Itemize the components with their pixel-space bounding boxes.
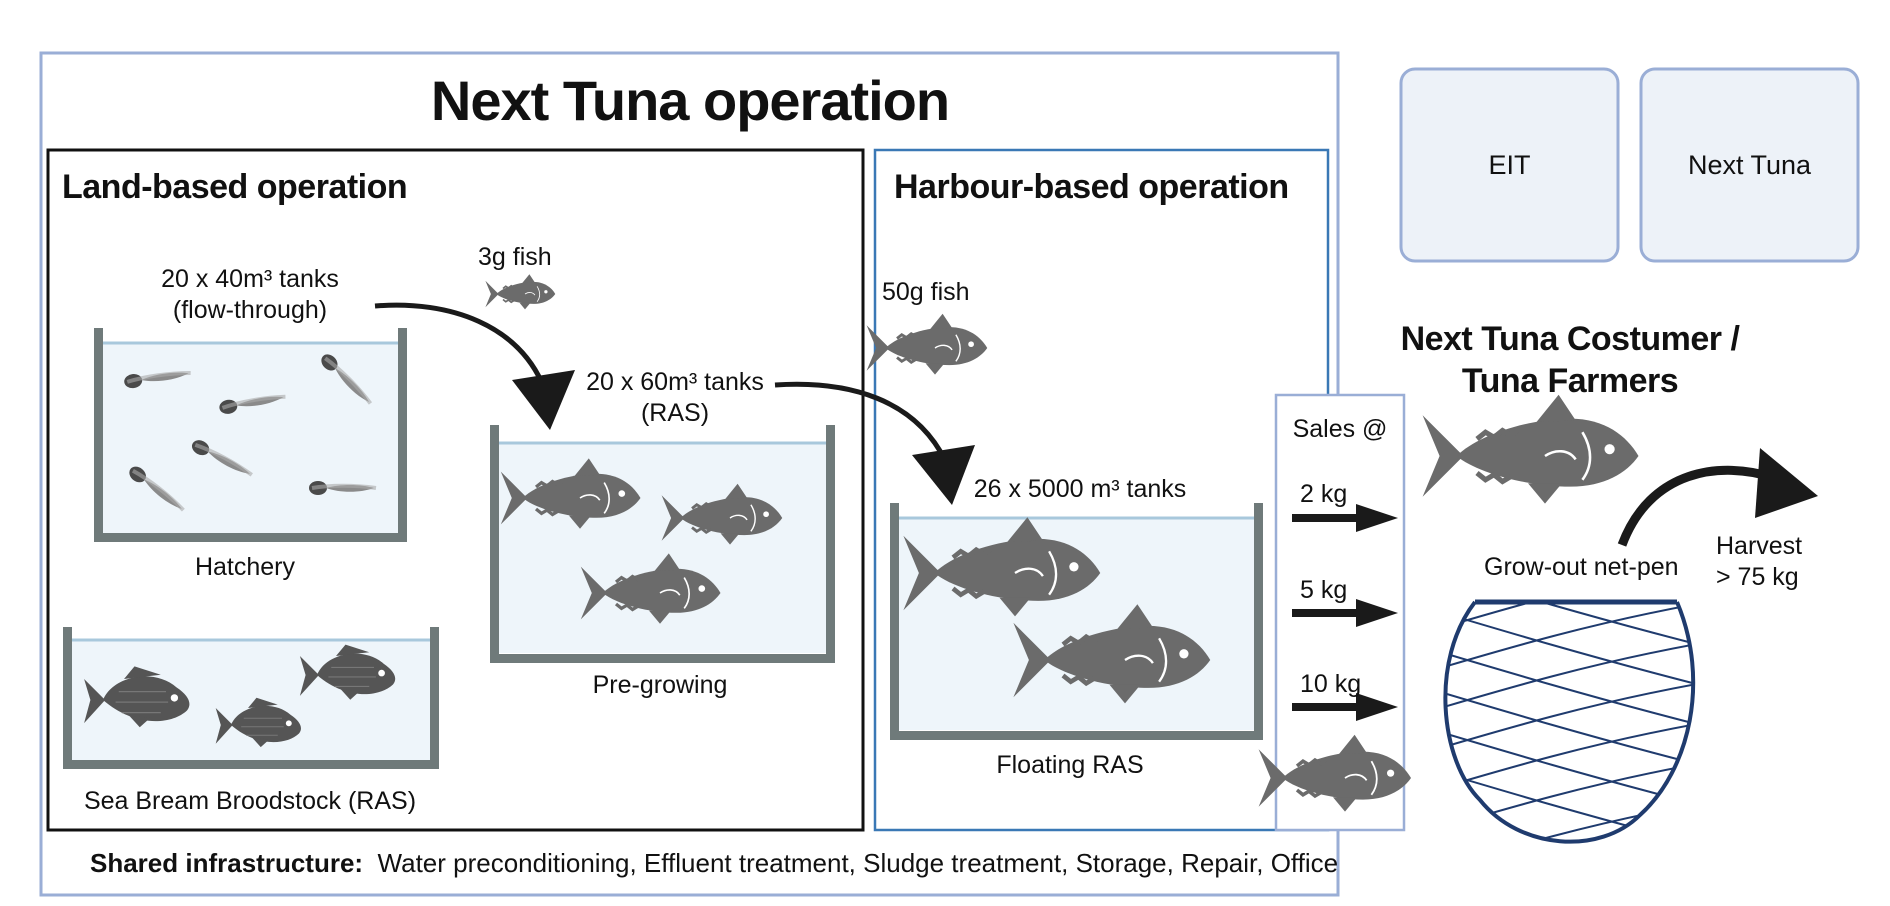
sales-heading: Sales @ [1292, 415, 1388, 443]
floating-ras-tank [890, 503, 1263, 740]
partner-next-tuna-label: Next Tuna [1687, 149, 1812, 180]
fish-50g-label: 50g fish [882, 278, 970, 306]
partner-box-eit [1399, 67, 1620, 263]
shared-infrastructure-label: Shared infrastructure: [90, 848, 364, 878]
land-section-box [46, 148, 865, 832]
customer-heading: Next Tuna Costumer / Tuna Farmers [1380, 318, 1760, 402]
flow-arrow-hatchery-to-pregrowing [374, 302, 575, 430]
hatchery-tank-spec: 20 x 40m³ tanks (flow-through) [130, 264, 370, 326]
hatchery-tank [94, 328, 407, 542]
sales-arrow-5kg [1292, 599, 1398, 627]
page-title: Next Tuna operation [430, 69, 950, 132]
tuna-3g-icon [484, 273, 557, 311]
sales-weight-2kg: 2 kg [1300, 480, 1348, 508]
floating-tank-spec: 26 x 5000 m³ tanks [973, 475, 1187, 503]
pregrow-tank-spec-line2: (RAS) [640, 399, 710, 427]
partner-eit-label: EIT [1488, 149, 1531, 180]
partner-box-next-tuna [1639, 67, 1860, 263]
flow-arrow-pregrowing-to-harbour [774, 381, 975, 505]
hatchery-label: Hatchery [194, 553, 296, 581]
harvest-label-line1: Harvest [1716, 532, 1803, 560]
sales-arrow-2kg [1292, 504, 1398, 532]
hatchery-tank-spec-line1: 20 x 40m³ tanks [161, 265, 339, 293]
customer-heading-line1: Next Tuna Costumer / [1400, 320, 1740, 358]
customer-tuna-icon [1423, 395, 1639, 504]
net-pen-label: Grow-out net-pen [1484, 553, 1679, 581]
tuna-50g-icon [865, 312, 989, 377]
land-section-heading: Land-based operation [62, 168, 408, 206]
shared-infrastructure-text: Water preconditioning, Effluent treatmen… [377, 848, 1339, 878]
broodstock-label: Sea Bream Broodstock (RAS) [83, 787, 417, 815]
customer-heading-line2: Tuna Farmers [1461, 362, 1679, 400]
sales-arrow-10kg [1292, 693, 1398, 721]
sales-weight-5kg: 5 kg [1300, 576, 1348, 604]
harvest-arrow [1617, 448, 1818, 547]
hatchery-tank-spec-line2: (flow-through) [172, 296, 328, 324]
floating-ras-label: Floating RAS [996, 751, 1144, 779]
pregrow-tank-spec-line1: 20 x 60m³ tanks [586, 368, 764, 396]
pregrow-tank-spec: 20 x 60m³ tanks (RAS) [555, 367, 795, 429]
harvest-label-line2: > 75 kg [1716, 563, 1799, 591]
shared-infrastructure: Shared infrastructure: Water preconditio… [90, 848, 1338, 879]
harbour-section-heading: Harbour-based operation [894, 168, 1289, 206]
harvest-label: Harvest > 75 kg [1716, 531, 1802, 593]
fish-3g-label: 3g fish [478, 243, 552, 271]
pregrowing-label: Pre-growing [592, 671, 728, 699]
sales-weight-10kg: 10 kg [1300, 670, 1362, 698]
pregrowing-tank [490, 425, 835, 663]
